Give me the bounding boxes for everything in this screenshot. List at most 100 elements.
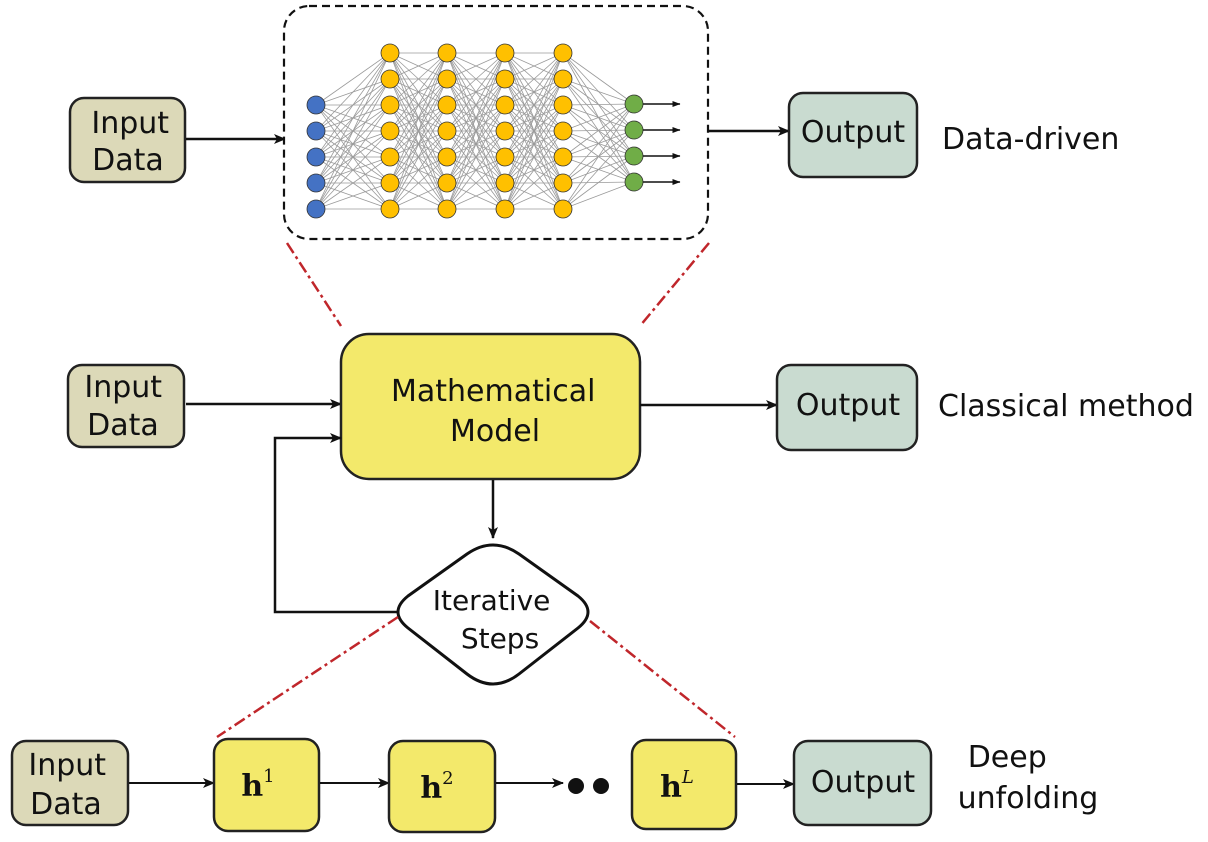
nn-node-layer-2 xyxy=(380,199,400,219)
nn-edge xyxy=(562,103,635,106)
nn-node-layer-4 xyxy=(495,199,515,219)
nn-edge xyxy=(446,104,506,210)
zoom-connector-left-top xyxy=(285,242,343,327)
nn-node-layer-3 xyxy=(437,147,457,167)
nn-edge xyxy=(315,52,391,184)
nn-node-layer-5 xyxy=(553,147,573,167)
nn-node-layer-1 xyxy=(306,173,326,193)
zoom-connector-left-bottom xyxy=(216,615,399,739)
output-box-deep-unfolding xyxy=(792,739,933,827)
nn-edge xyxy=(315,182,391,210)
input-data-box-classical xyxy=(66,363,186,449)
zoom-connector-right-bottom xyxy=(589,620,736,738)
caption-data-driven: Data-driven xyxy=(942,122,1119,157)
nn-node-layer-6 xyxy=(624,172,644,192)
nn-edge xyxy=(562,52,635,105)
iterative-steps-diamond xyxy=(396,543,590,686)
mathematical-model-box xyxy=(339,332,642,481)
nn-edge xyxy=(562,78,635,105)
nn-node-layer-1 xyxy=(306,95,326,115)
nn-edge xyxy=(315,52,391,158)
nn-edge xyxy=(389,52,448,80)
nn-edge xyxy=(446,78,506,210)
nn-node-layer-3 xyxy=(437,43,457,63)
nn-edge xyxy=(504,182,564,210)
mathematical-model-label: Mathematical Model xyxy=(391,374,605,449)
nn-edge xyxy=(389,78,448,210)
output-box-data-driven xyxy=(787,91,919,179)
output-label-deep-unfolding: Output xyxy=(811,765,915,800)
caption-classical: Classical method xyxy=(938,389,1194,424)
nn-node-layer-1 xyxy=(306,199,326,219)
nn-edge xyxy=(562,129,635,210)
nn-edge xyxy=(562,103,635,132)
nn-node-layer-2 xyxy=(380,43,400,63)
nn-node-layer-2 xyxy=(380,95,400,115)
output-label-classical: Output xyxy=(796,388,900,423)
nn-edge xyxy=(389,130,448,210)
nn-node-layer-5 xyxy=(553,69,573,89)
nn-edge xyxy=(504,156,564,210)
nn-edge xyxy=(446,52,506,132)
nn-node-layer-5 xyxy=(553,43,573,63)
nn-node-layer-1 xyxy=(306,121,326,141)
nn-edge xyxy=(446,52,506,106)
nn-node-layer-3 xyxy=(437,173,457,193)
nn-edge xyxy=(389,182,448,210)
nn-node-layer-4 xyxy=(495,121,515,141)
layer-box-hL xyxy=(630,738,738,831)
input-data-label-data-driven: Input Data xyxy=(91,106,178,178)
nn-node-layer-6 xyxy=(624,94,644,114)
input-data-box-deep-unfolding xyxy=(10,739,130,827)
nn-edge xyxy=(315,104,391,210)
nn-node-layer-2 xyxy=(380,147,400,167)
nn-edge xyxy=(389,52,448,132)
nn-edge xyxy=(504,52,564,158)
layer-label-h2: h2 xyxy=(420,768,453,806)
nn-edge xyxy=(446,52,506,158)
nn-edge xyxy=(446,182,506,210)
layer-label-hL: hL xyxy=(660,767,694,805)
layer-box-h1 xyxy=(212,737,321,833)
nn-edge xyxy=(504,130,564,210)
nn-node-layer-1 xyxy=(306,147,326,167)
nn-edge xyxy=(504,52,564,132)
nn-node-layer-3 xyxy=(437,69,457,89)
nn-edge xyxy=(315,52,391,106)
neural-network-connections xyxy=(315,52,635,210)
nn-node-layer-6 xyxy=(624,146,644,166)
nn-node-layer-4 xyxy=(495,43,515,63)
nn-edge xyxy=(504,52,564,80)
ellipsis-dot-2 xyxy=(593,778,609,794)
nn-edge xyxy=(562,103,635,210)
nn-node-layer-3 xyxy=(437,121,457,141)
nn-node-layer-5 xyxy=(553,199,573,219)
nn-node-layer-2 xyxy=(380,121,400,141)
output-box-classical xyxy=(775,363,919,452)
nn-edge xyxy=(315,156,391,210)
iterative-steps-label: Iterative Steps xyxy=(433,584,560,655)
feedback-loop-arrow xyxy=(273,433,400,614)
nn-edge xyxy=(389,52,448,158)
nn-edge xyxy=(504,52,564,210)
caption-deep-unfolding: Deep unfolding xyxy=(958,740,1099,816)
nn-edge xyxy=(562,103,635,158)
nn-node-layer-4 xyxy=(495,173,515,193)
neural-network-nodes xyxy=(306,43,644,219)
nn-node-layer-4 xyxy=(495,95,515,115)
nn-edge xyxy=(389,52,448,106)
output-label-data-driven: Output xyxy=(801,115,905,150)
nn-node-layer-5 xyxy=(553,95,573,115)
input-data-label-classical: Input Data xyxy=(84,370,171,443)
nn-node-layer-2 xyxy=(380,69,400,89)
nn-edge xyxy=(315,52,391,210)
nn-node-layer-5 xyxy=(553,121,573,141)
nn-edge xyxy=(315,130,391,210)
nn-node-layer-4 xyxy=(495,69,515,89)
nn-edge xyxy=(562,181,635,210)
input-data-label-deep-unfolding: Input Data xyxy=(28,748,115,822)
nn-edge xyxy=(389,104,448,210)
nn-edge xyxy=(389,156,448,210)
nn-edge xyxy=(504,52,564,184)
nn-edge xyxy=(504,52,564,106)
